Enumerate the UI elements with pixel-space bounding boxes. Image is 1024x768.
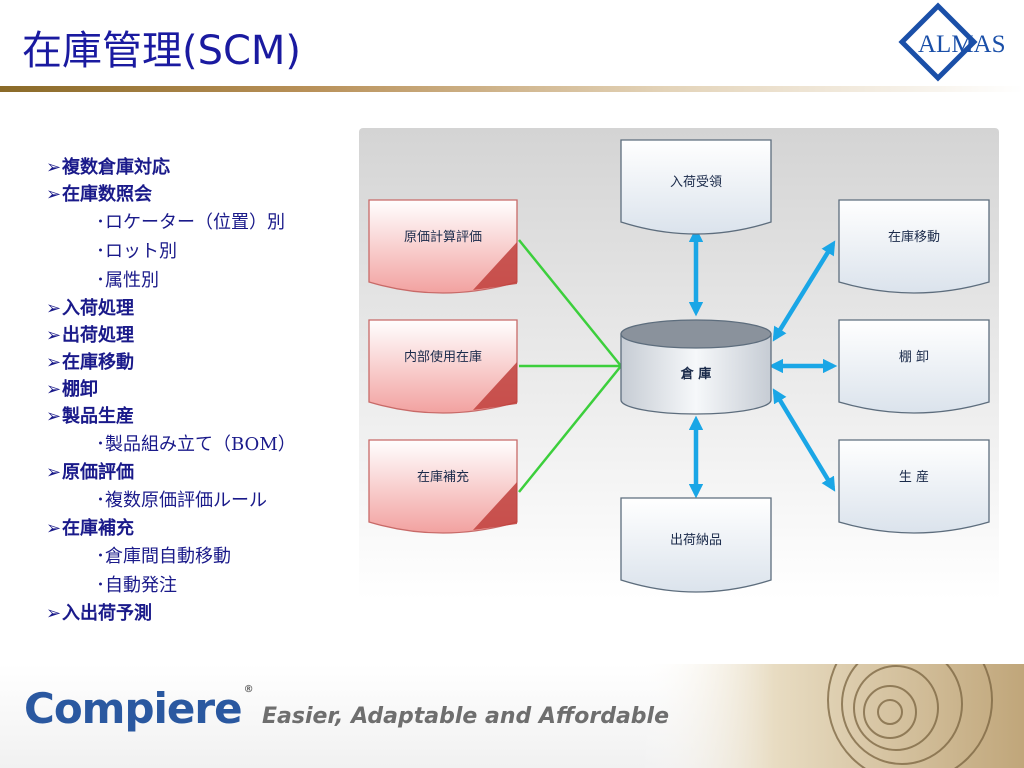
cylinder-top (620, 319, 772, 349)
right-doc-2-shape (838, 319, 990, 414)
right-doc-3-shape (838, 439, 990, 534)
sub-bullet-item: ･倉庫間自動移動 (96, 546, 231, 567)
right-doc-1: 在庫移動 (838, 199, 990, 294)
sub-bullet-item: ･製品組み立て（BOM） (96, 434, 296, 455)
bullet-item: ➢棚卸 (46, 376, 346, 403)
feature-list: ➢複数倉庫対応➢在庫数照会･ロケーター（位置）別･ロット別･属性別➢入荷処理➢出… (46, 154, 346, 627)
trademark-mark: ® (243, 684, 254, 695)
green-connectors (518, 239, 622, 493)
almas-logo: ALMAS (898, 2, 1006, 82)
cylinder-body (620, 333, 772, 415)
left-doc-3-label: 在庫補充 (417, 469, 469, 485)
bullet-text: 出荷処理 (62, 325, 134, 346)
bullet-item: ➢在庫補充 (46, 515, 346, 542)
top-document: 入荷受領 (620, 139, 772, 235)
doc-shape-shipment (620, 497, 772, 593)
page-title: 在庫管理(SCM) (22, 28, 302, 74)
bullet-arrow-icon: ➢ (46, 518, 62, 539)
left-doc-1-fold (473, 242, 517, 290)
right-doc-3-label: 生 産 (899, 469, 929, 485)
right-doc-3: 生 産 (838, 439, 990, 534)
bullet-arrow-icon: ➢ (46, 379, 62, 400)
sub-bullet-item: ･複数原価評価ルール (96, 490, 267, 511)
warehouse-cylinder: 倉 庫 (620, 319, 772, 415)
bullet-item: ➢出荷処理 (46, 322, 346, 349)
left-doc-2: 内部使用在庫 (368, 319, 518, 414)
bullet-item: ➢入荷処理 (46, 295, 346, 322)
title-divider (0, 86, 1024, 92)
doc-shape-receipt (620, 139, 772, 235)
sub-bullet-item: ･ロケーター（位置）別 (96, 212, 285, 233)
bullet-item: ➢在庫移動 (46, 349, 346, 376)
bullet-text: 入荷処理 (62, 298, 134, 319)
left-doc-2-fold (473, 362, 517, 410)
right-doc-2-label: 棚 卸 (899, 349, 929, 365)
right-doc-2: 棚 卸 (838, 319, 990, 414)
bullet-text: 在庫数照会 (62, 184, 152, 205)
brand-name: Compiere (24, 684, 243, 733)
bullet-text: 入出荷予測 (62, 603, 152, 624)
arrow-production (772, 388, 836, 492)
bullet-text: 在庫移動 (62, 352, 134, 373)
compiere-logo: Compiere® (24, 684, 254, 733)
bullet-arrow-icon: ➢ (46, 184, 62, 205)
connector-replenish-to-warehouse (518, 365, 622, 493)
bullet-text: 原価評価 (62, 462, 134, 483)
connector-cost-to-warehouse (518, 239, 622, 367)
left-doc-3: 在庫補充 (368, 439, 518, 534)
doc-label-shipment: 出荷納品 (670, 533, 722, 548)
sub-bullet-item: ･ロット別 (96, 241, 177, 262)
sub-bullet-item: ･自動発注 (96, 575, 177, 596)
arrow-movement (772, 240, 836, 342)
bullet-arrow-icon: ➢ (46, 603, 62, 624)
doc-label-receipt: 入荷受領 (670, 174, 722, 190)
bullet-text: 在庫補充 (62, 518, 134, 539)
bullet-item: ➢在庫数照会 (46, 181, 346, 208)
bullet-arrow-icon: ➢ (46, 157, 62, 178)
bullet-text: 棚卸 (62, 379, 98, 400)
bullet-item: ➢入出荷予測 (46, 600, 346, 627)
bullet-arrow-icon: ➢ (46, 406, 62, 427)
left-doc-2-label: 内部使用在庫 (404, 349, 482, 365)
blue-arrows (688, 227, 838, 499)
bottom-document: 出荷納品 (620, 497, 772, 593)
bullet-item: ➢複数倉庫対応 (46, 154, 346, 181)
bullet-arrow-icon: ➢ (46, 298, 62, 319)
bullet-text: 製品生産 (62, 406, 134, 427)
sub-bullet-item: ･属性別 (96, 270, 159, 291)
bullet-arrow-icon: ➢ (46, 352, 62, 373)
bullet-text: 複数倉庫対応 (62, 157, 170, 178)
warehouse-label: 倉 庫 (680, 366, 712, 382)
left-doc-1: 原価計算評価 (368, 199, 518, 294)
bullet-item: ➢原価評価 (46, 459, 346, 486)
tagline: Easier, Adaptable and Affordable (262, 704, 670, 729)
logo-text: ALMAS (918, 31, 1006, 58)
bullet-arrow-icon: ➢ (46, 462, 62, 483)
bullet-item: ➢製品生産 (46, 403, 346, 430)
left-doc-1-label: 原価計算評価 (404, 229, 482, 245)
right-doc-1-label: 在庫移動 (888, 230, 940, 245)
bullet-arrow-icon: ➢ (46, 325, 62, 346)
nautilus-shell-image (640, 664, 1024, 768)
left-doc-3-fold (473, 482, 517, 530)
right-doc-1-shape (838, 199, 990, 294)
